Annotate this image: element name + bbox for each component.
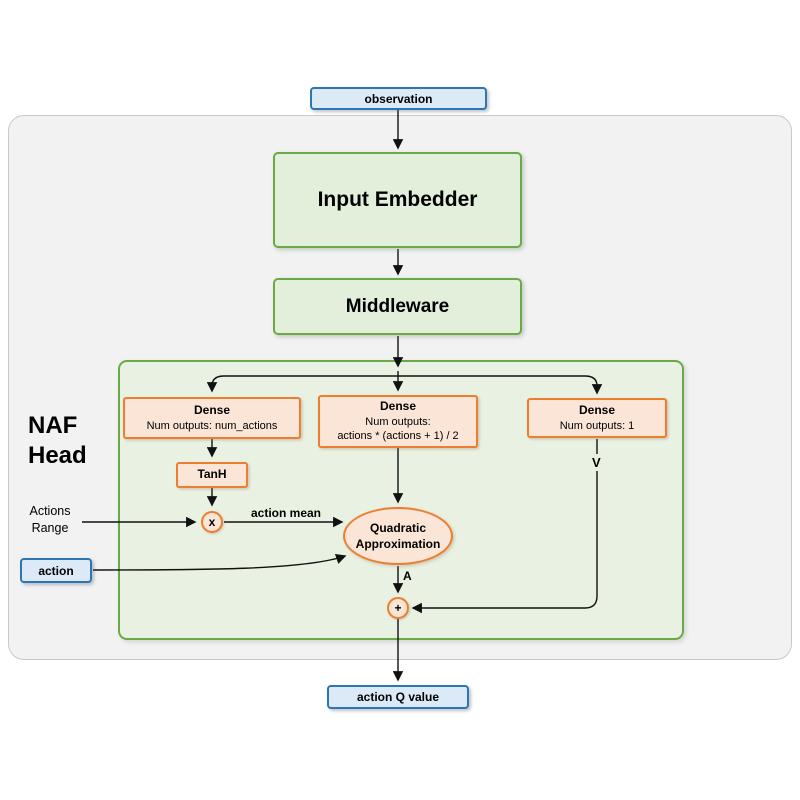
dense-value-title: Dense: [578, 403, 616, 418]
quadratic-line2: Approximation: [355, 537, 441, 551]
naf-head-title: NAF Head: [28, 411, 87, 471]
observation-node: observation: [310, 87, 487, 110]
observation-label: observation: [364, 91, 433, 106]
action-mean-edge-label: action mean: [250, 506, 322, 520]
dense-value-node: Dense Num outputs: 1: [527, 398, 667, 438]
tanh-label: TanH: [197, 467, 227, 482]
action-q-value-node: action Q value: [327, 685, 469, 709]
action-input-label: action: [38, 563, 74, 578]
dense-actions-title: Dense: [193, 403, 231, 418]
actions-range-label: Actions Range: [20, 503, 80, 537]
quadratic-approximation-node: Quadratic Approximation: [343, 507, 453, 565]
a-edge-label: A: [403, 569, 412, 583]
add-node: +: [387, 597, 409, 619]
multiply-node: x: [201, 511, 223, 533]
edge-branch-to-dense-value: [398, 375, 603, 395]
middleware-label: Middleware: [345, 295, 450, 317]
actions-range-line2: Range: [31, 520, 69, 535]
dense-quadratic-title: Dense: [379, 399, 417, 414]
quadratic-line1: Quadratic: [369, 520, 426, 535]
add-symbol: +: [394, 601, 402, 615]
dense-quadratic-node: Dense Num outputs: actions * (actions + …: [318, 395, 478, 448]
edge-branch-to-dense-actions: [206, 375, 398, 393]
action-q-value-label: action Q value: [356, 690, 440, 704]
dense-value-outputs: Num outputs: 1: [559, 419, 635, 432]
input-embedder-label: Input Embedder: [317, 188, 478, 211]
middleware-node: Middleware: [273, 278, 522, 335]
dense-quadratic-formula: actions * (actions + 1) / 2: [337, 430, 459, 443]
dense-actions-outputs: Num outputs: num_actions: [146, 419, 278, 432]
edge-value-to-add: [411, 439, 598, 614]
actions-range-line1: Actions: [29, 504, 71, 518]
tanh-node: TanH: [176, 462, 248, 488]
naf-head-title-line2: Head: [28, 442, 87, 469]
naf-head-title-line1: NAF: [28, 412, 78, 439]
dense-quadratic-outputs: Num outputs:: [365, 416, 431, 428]
dense-actions-node: Dense Num outputs: num_actions: [123, 397, 301, 439]
input-embedder-node: Input Embedder: [273, 152, 522, 248]
action-input-node: action: [20, 558, 92, 583]
v-edge-label: V: [588, 454, 605, 471]
multiply-symbol: x: [208, 515, 216, 529]
edge-action-to-quadratic: [92, 553, 347, 571]
